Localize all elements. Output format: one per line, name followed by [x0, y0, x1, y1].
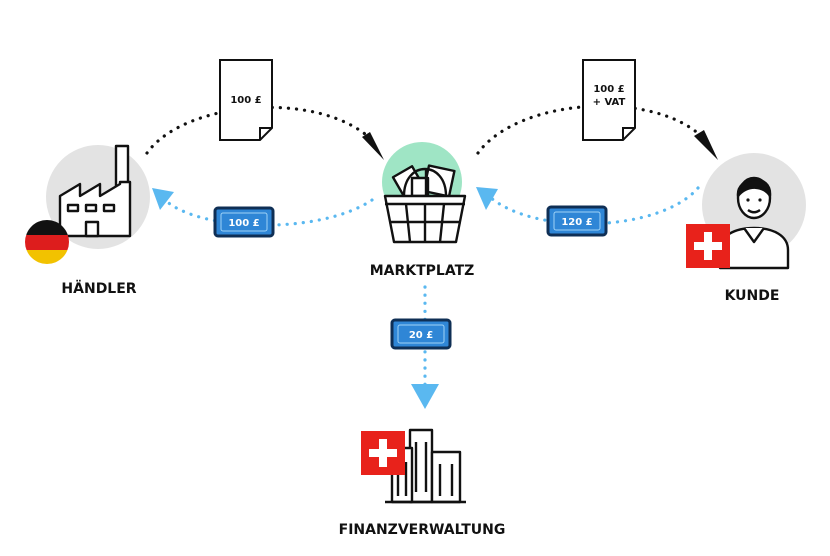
switzerland-flag-icon — [686, 224, 730, 268]
invoice-document-haendler: 100 £ — [219, 59, 273, 141]
payment-amount: 120 £ — [561, 217, 592, 228]
kunde-node: KUNDE — [686, 153, 806, 304]
haendler-node: HÄNDLER — [25, 144, 150, 297]
haendler-label: HÄNDLER — [61, 280, 136, 297]
payment-badge-20: 20 £ — [390, 318, 452, 350]
invoice-amount: 100 £ — [230, 95, 261, 106]
invoice-document-marktplatz: 100 £ + VAT — [582, 59, 636, 141]
invoice-vat-note: + VAT — [593, 97, 626, 108]
finanzverwaltung-node: FINANZVERWALTUNG — [339, 428, 506, 538]
payment-badge-120: 120 £ — [546, 205, 608, 237]
marktplatz-node: MARKTPLATZ — [370, 142, 475, 279]
person-icon — [718, 176, 790, 270]
payment-arrow-kunde-marktplatz — [476, 186, 700, 226]
invoice-amount: 100 £ — [593, 84, 624, 95]
invoice-arrow-marktplatz-kunde — [476, 104, 718, 160]
germany-flag-icon — [25, 220, 69, 264]
marktplatz-label: MARKTPLATZ — [370, 263, 475, 279]
finanzverwaltung-label: FINANZVERWALTUNG — [339, 522, 506, 538]
factory-icon — [58, 144, 132, 238]
payment-amount: 100 £ — [228, 218, 259, 229]
payment-badge-100: 100 £ — [213, 206, 275, 238]
shopping-basket-icon — [383, 164, 467, 244]
kunde-label: KUNDE — [725, 288, 780, 304]
switzerland-flag-icon — [361, 431, 405, 475]
payment-amount: 20 £ — [409, 330, 433, 341]
invoice-arrow-haendler-marktplatz — [145, 105, 384, 160]
